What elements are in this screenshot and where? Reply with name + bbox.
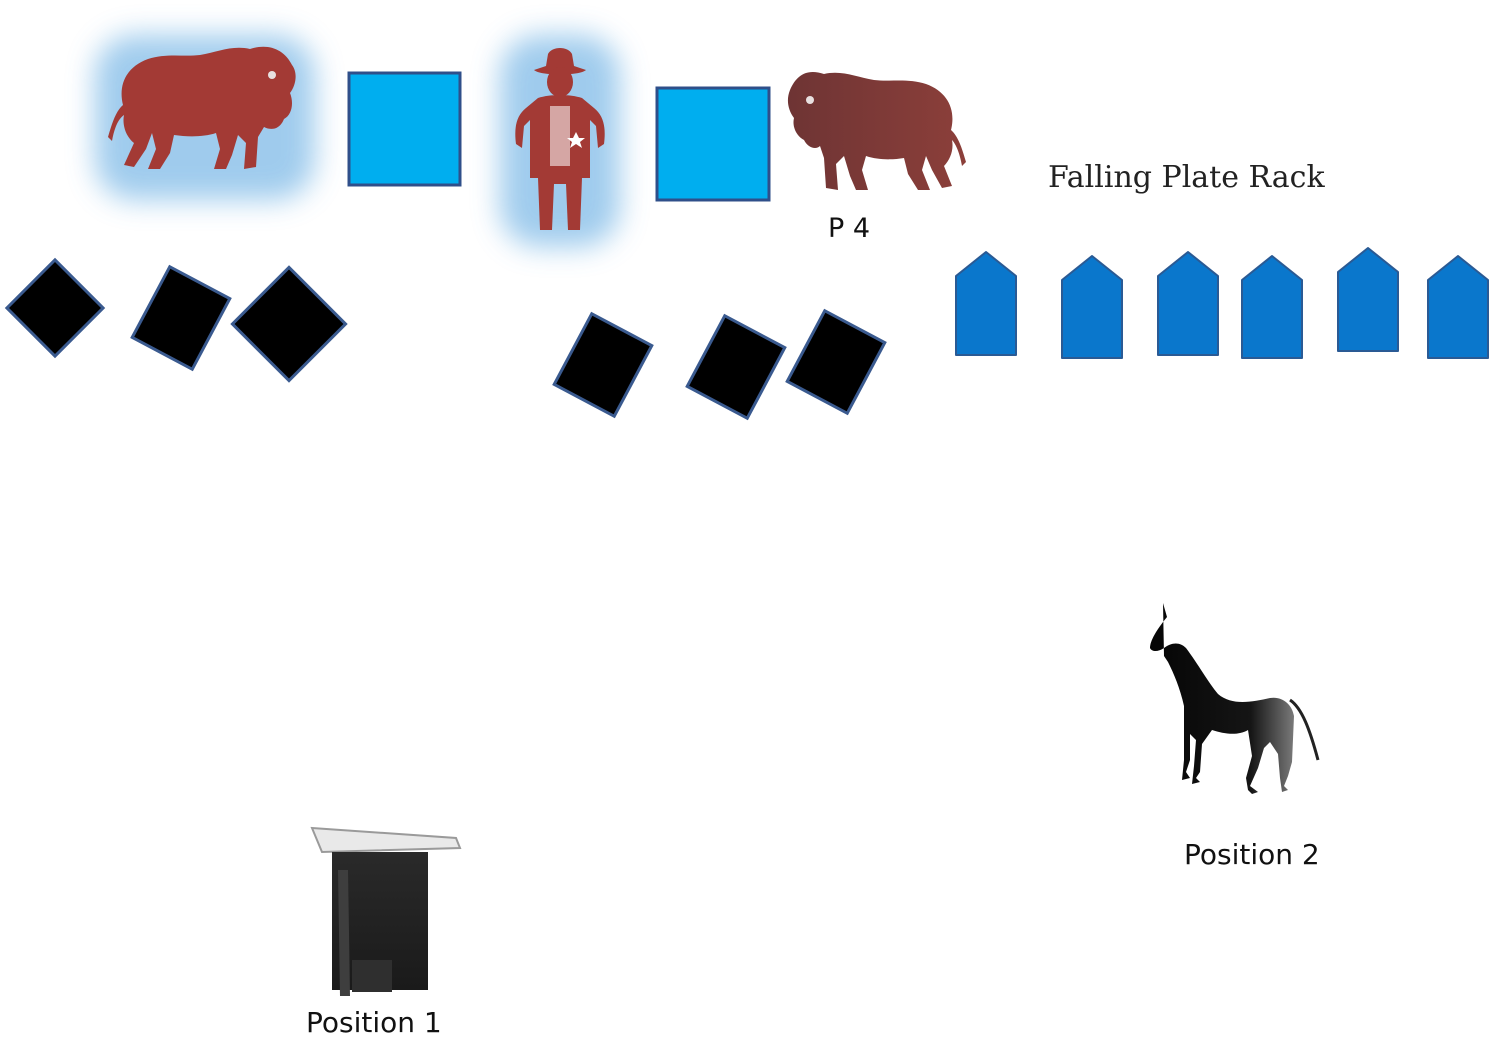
buffalo-icon bbox=[787, 71, 966, 190]
black-target-6 bbox=[785, 308, 887, 416]
rack-title: Falling Plate Rack bbox=[1048, 160, 1325, 195]
falling-plate-5 bbox=[1337, 247, 1399, 352]
falling-plate-1 bbox=[955, 251, 1017, 356]
falling-plate-6 bbox=[1427, 255, 1489, 359]
black-target-2 bbox=[130, 264, 232, 372]
square-target-2 bbox=[655, 86, 771, 202]
black-target-4 bbox=[552, 311, 654, 419]
falling-plate-2 bbox=[1061, 255, 1123, 359]
barricade-icon bbox=[310, 826, 462, 996]
position-2-label: Position 2 bbox=[1184, 838, 1320, 871]
p4-label: P 4 bbox=[828, 213, 871, 244]
falling-plate-3 bbox=[1157, 251, 1219, 356]
black-target-5 bbox=[685, 313, 787, 421]
buffalo-icon bbox=[108, 46, 296, 170]
horse-icon bbox=[1150, 603, 1320, 794]
cowboy-icon bbox=[515, 48, 605, 230]
falling-plate-4 bbox=[1241, 255, 1303, 359]
square-target-1 bbox=[347, 71, 462, 187]
position-1-label: Position 1 bbox=[306, 1006, 442, 1039]
black-target-3 bbox=[230, 265, 348, 383]
black-target-1 bbox=[4, 257, 106, 359]
